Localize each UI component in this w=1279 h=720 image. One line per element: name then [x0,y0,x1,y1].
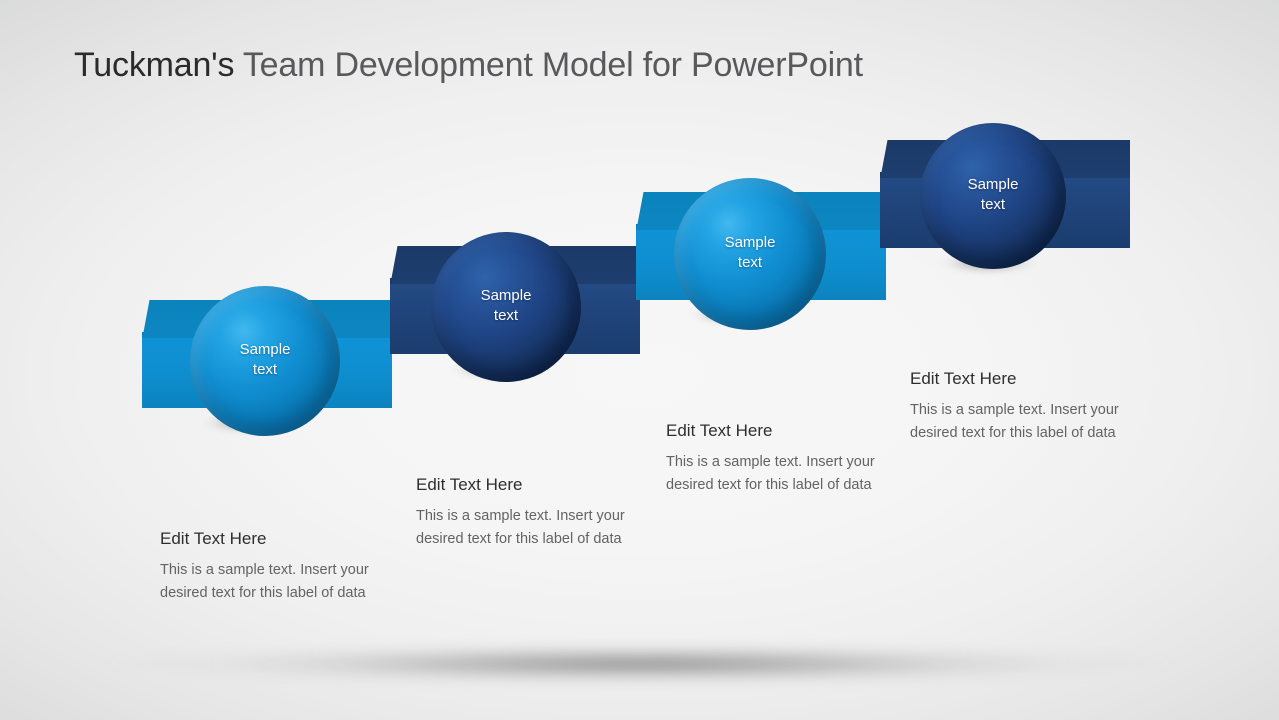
sphere-label-forming: Sample text [190,340,340,380]
caption-body: This is a sample text. Insert your desir… [666,454,875,493]
caption-performing: Edit Text Here This is a sample text. In… [910,368,1125,445]
sphere-label-line2: text [252,361,278,379]
title-emphasis: Tuckman's [74,46,235,84]
sphere-label-line1: Sample [967,176,1019,194]
step-performing[interactable]: Performing Sample text Edit Text Here Th… [880,123,1180,500]
caption-heading: Edit Text Here [910,369,1017,388]
sphere-label-line1: Sample [724,234,776,252]
caption-forming: Edit Text Here This is a sample text. In… [160,528,375,605]
caption-norming: Edit Text Here This is a sample text. In… [666,420,881,497]
sphere-label-line1: Sample [239,341,291,359]
sphere-label-line2: text [493,307,519,325]
title-rest: Team Development Model for PowerPoint [234,46,863,84]
caption-heading: Edit Text Here [666,421,773,440]
caption-body: This is a sample text. Insert your desir… [416,508,625,547]
sphere-label-line2: text [980,196,1006,214]
sphere-label-line1: Sample [480,287,532,305]
sphere-label-line2: text [737,254,763,272]
sphere-norming[interactable]: Sample text [674,178,826,330]
caption-heading: Edit Text Here [416,475,523,494]
sphere-performing[interactable]: Sample text [920,123,1066,269]
page-title: Tuckman's Team Development Model for Pow… [74,43,863,87]
caption-body: This is a sample text. Insert your desir… [910,402,1119,441]
sphere-label-performing: Sample text [920,175,1066,215]
sphere-label-storming: Sample text [431,286,581,326]
sphere-storming[interactable]: Sample text [431,232,581,382]
sphere-label-norming: Sample text [674,233,826,273]
caption-heading: Edit Text Here [160,529,267,548]
caption-storming: Edit Text Here This is a sample text. In… [416,474,631,551]
caption-body: This is a sample text. Insert your desir… [160,562,369,601]
sphere-forming[interactable]: Sample text [190,286,340,436]
